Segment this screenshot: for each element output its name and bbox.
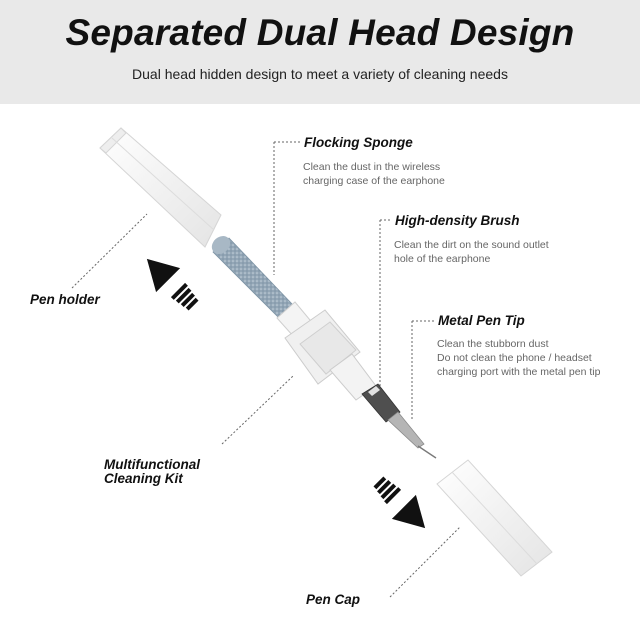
pen-holder-label: Pen holder (30, 292, 100, 307)
pen-holder-cap (99, 127, 222, 248)
label-line: Multifunctional (104, 457, 200, 472)
page-title: Separated Dual Head Design (65, 12, 575, 53)
cleaning-kit-label: Multifunctional Cleaning Kit (104, 458, 200, 486)
high-density-brush (361, 383, 401, 423)
arrow-down-right-icon (373, 476, 426, 529)
desc-line: charging case of the earphone (303, 175, 445, 187)
metal-pen-tip (387, 411, 437, 459)
desc-line: Clean the dirt on the sound outlet (394, 239, 549, 251)
label-line: Cleaning Kit (104, 471, 183, 486)
page-subtitle: Dual head hidden design to meet a variet… (132, 66, 508, 82)
leader-lines (71, 141, 461, 598)
desc-line: Do not clean the phone / headset (437, 352, 592, 364)
arrow-up-left-icon (146, 258, 199, 311)
callout-metal-tip-desc: Clean the stubborn dust Do not clean the… (437, 337, 600, 379)
pen-cap (436, 459, 553, 577)
desc-line: Clean the dust in the wireless (303, 161, 441, 173)
header-banner (0, 0, 640, 104)
callout-flocking-sponge-desc: Clean the dust in the wireless charging … (303, 160, 445, 188)
desc-line: charging port with the metal pen tip (437, 366, 601, 378)
callout-brush-title: High-density Brush (395, 213, 520, 228)
callout-metal-tip-title: Metal Pen Tip (438, 313, 525, 328)
desc-line: hole of the earphone (394, 253, 491, 265)
callout-brush-desc: Clean the dirt on the sound outlet hole … (394, 238, 549, 266)
cleaning-kit-body (276, 301, 377, 401)
pen-cap-label: Pen Cap (306, 592, 361, 607)
callout-flocking-sponge-title: Flocking Sponge (304, 135, 413, 150)
flocking-sponge (211, 236, 294, 319)
desc-line: Clean the stubborn dust (437, 338, 549, 350)
